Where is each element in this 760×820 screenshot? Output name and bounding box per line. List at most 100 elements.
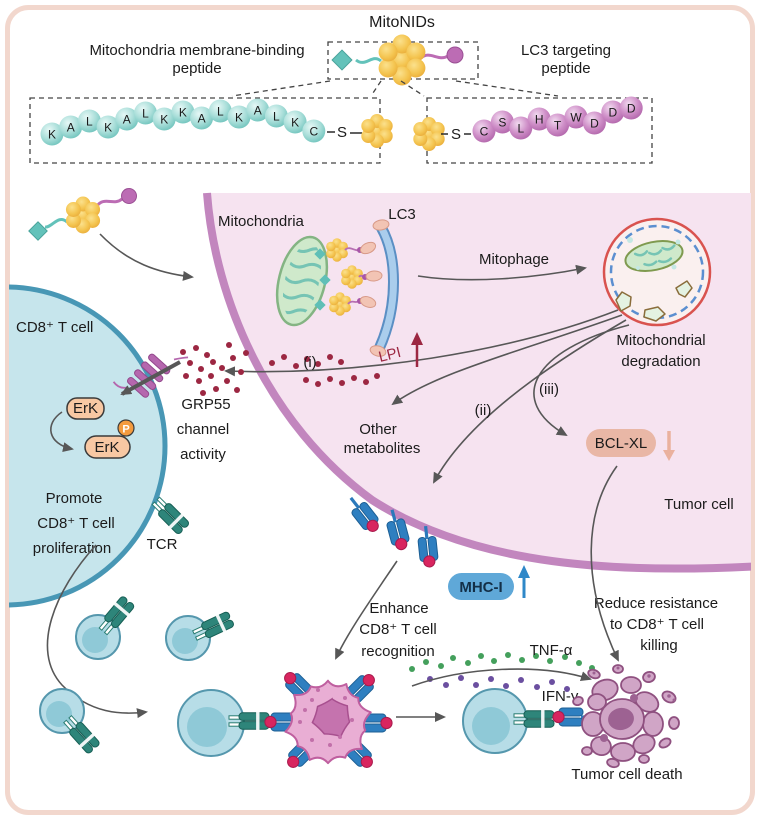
small-t-cell (75, 594, 137, 660)
lc3-protein (359, 296, 377, 308)
svg-text:C: C (309, 125, 318, 139)
tumor-cell-label: Tumor cell (664, 496, 733, 513)
step-ii-label: (ii) (475, 402, 492, 419)
erk-p-label: ErK (94, 439, 119, 456)
other-metabolites-label: Other (359, 421, 397, 438)
lpi-release-arrow (224, 309, 619, 377)
reduce-resistance-label-2: to CD8⁺ T cell (610, 616, 704, 633)
phospho-badge (117, 419, 135, 437)
tnf-label: TNF-α (530, 642, 573, 659)
grp55-to-erk-arrow (120, 360, 181, 396)
cell-entry-arrow (99, 233, 194, 281)
svg-text:K: K (179, 106, 187, 120)
tnf-alpha-molecules (409, 652, 595, 672)
enhance-label: Enhance (369, 600, 428, 617)
svg-text:A: A (67, 121, 75, 135)
other-metabolites-label-2: metabolites (344, 440, 421, 457)
svg-text:H: H (535, 113, 544, 127)
tcr-label: TCR (147, 536, 178, 553)
mito-anchor-diamond (314, 299, 326, 311)
svg-text:K: K (235, 111, 243, 125)
svg-text:T: T (554, 119, 562, 133)
callout-line-1 (231, 80, 331, 97)
erk-protein (66, 397, 105, 420)
mito-anchor-diamond (319, 274, 331, 286)
bclxl-arrow (533, 324, 630, 437)
lc3-targeting-peptide-label-2: peptide (541, 60, 590, 77)
svg-text:D: D (590, 117, 599, 131)
tumor-membrane (203, 192, 751, 573)
promote-label-2: CD8⁺ T cell (37, 515, 114, 532)
erk-p-protein (84, 435, 131, 459)
mitochondria-label: Mitochondria (218, 213, 305, 230)
reduce-resistance-label: Reduce resistance (594, 595, 718, 612)
mito-fragment (615, 291, 632, 312)
svg-text:A: A (254, 104, 262, 118)
lc3-protein (359, 241, 377, 255)
reduce-resistance-label-3: killing (640, 637, 678, 654)
cytoplasm-granules (298, 688, 354, 747)
mito-fragment (675, 280, 693, 298)
degradation-label-2: degradation (621, 353, 700, 370)
lc3-anchor-head (446, 46, 464, 64)
figure-title: MitoNIDs (369, 14, 435, 31)
mito-anchor-diamond (28, 221, 48, 241)
grp55-label-2: channel (177, 421, 230, 438)
thiol-linker-left: S (337, 124, 347, 141)
callout-line-4 (455, 80, 559, 97)
mitophagy-complex: Mitochondria LC3 (218, 206, 416, 357)
ifn-label: IFN-γ (542, 688, 579, 705)
gold-nanocluster (378, 34, 426, 86)
lc3-sequence-box (426, 97, 653, 164)
mitophagy-arrow (417, 264, 587, 281)
erk-label: ErK (73, 400, 98, 417)
lc3-label: LC3 (388, 206, 416, 223)
lc3-protein (365, 270, 383, 282)
reduce-resistance-arrow (590, 465, 619, 662)
svg-text:L: L (86, 115, 93, 129)
mitonids-construct: MitoNIDs Mitochondria membrane-binding p… (29, 14, 653, 164)
gold-nanocluster-right (413, 117, 445, 151)
svg-text:K: K (48, 128, 56, 142)
gold-nanocluster (341, 265, 363, 289)
killer-t-cell (462, 688, 595, 754)
cd8-t-cell-body (9, 284, 168, 608)
other-metabolites-arrow (391, 314, 623, 406)
gold-nanocluster (326, 238, 348, 262)
tumor-cell-nucleus (311, 697, 351, 738)
thiol-linker-right: S (451, 126, 461, 143)
svg-text:S: S (498, 116, 506, 130)
t-cell-pool (39, 594, 270, 757)
recognized-tumor-cell (264, 667, 393, 773)
mhc-upregulation-arrow (433, 319, 627, 484)
phosphorylation-arrow (50, 411, 74, 453)
svg-text:L: L (142, 107, 149, 121)
enhance-recognition-arrow (335, 560, 398, 660)
dying-tumor-cell (572, 664, 680, 769)
mito-peptide-tail (355, 57, 382, 64)
mito-anchor-diamond (314, 248, 326, 260)
degradation-label: Mitochondrial (616, 332, 705, 349)
mito-anchor-diamond (331, 49, 353, 71)
svg-text:D: D (627, 102, 636, 116)
svg-text:L: L (273, 110, 280, 124)
svg-text:A: A (198, 112, 206, 126)
tumor-cell-death-label: Tumor cell death (571, 766, 682, 783)
cd8-t-cell-label: CD8⁺ T cell (16, 319, 93, 336)
ifn-gamma-molecules (427, 675, 570, 692)
membrane-binding-peptide-label: Mitochondria membrane-binding (89, 42, 304, 59)
mhc1-badge (448, 573, 514, 600)
promote-label: Promote (46, 490, 103, 507)
svg-text:L: L (217, 105, 224, 119)
lpi-label: LPI (377, 344, 403, 366)
lpi-molecules (269, 354, 380, 387)
gold-nanocluster-left (361, 114, 393, 148)
bclxl-badge (586, 429, 656, 457)
small-t-cell (165, 609, 236, 661)
mitochondrion (275, 235, 329, 327)
callout-line-3 (400, 80, 425, 97)
apoptotic-nucleus (608, 707, 634, 731)
enhance-label-3: recognition (361, 643, 434, 660)
